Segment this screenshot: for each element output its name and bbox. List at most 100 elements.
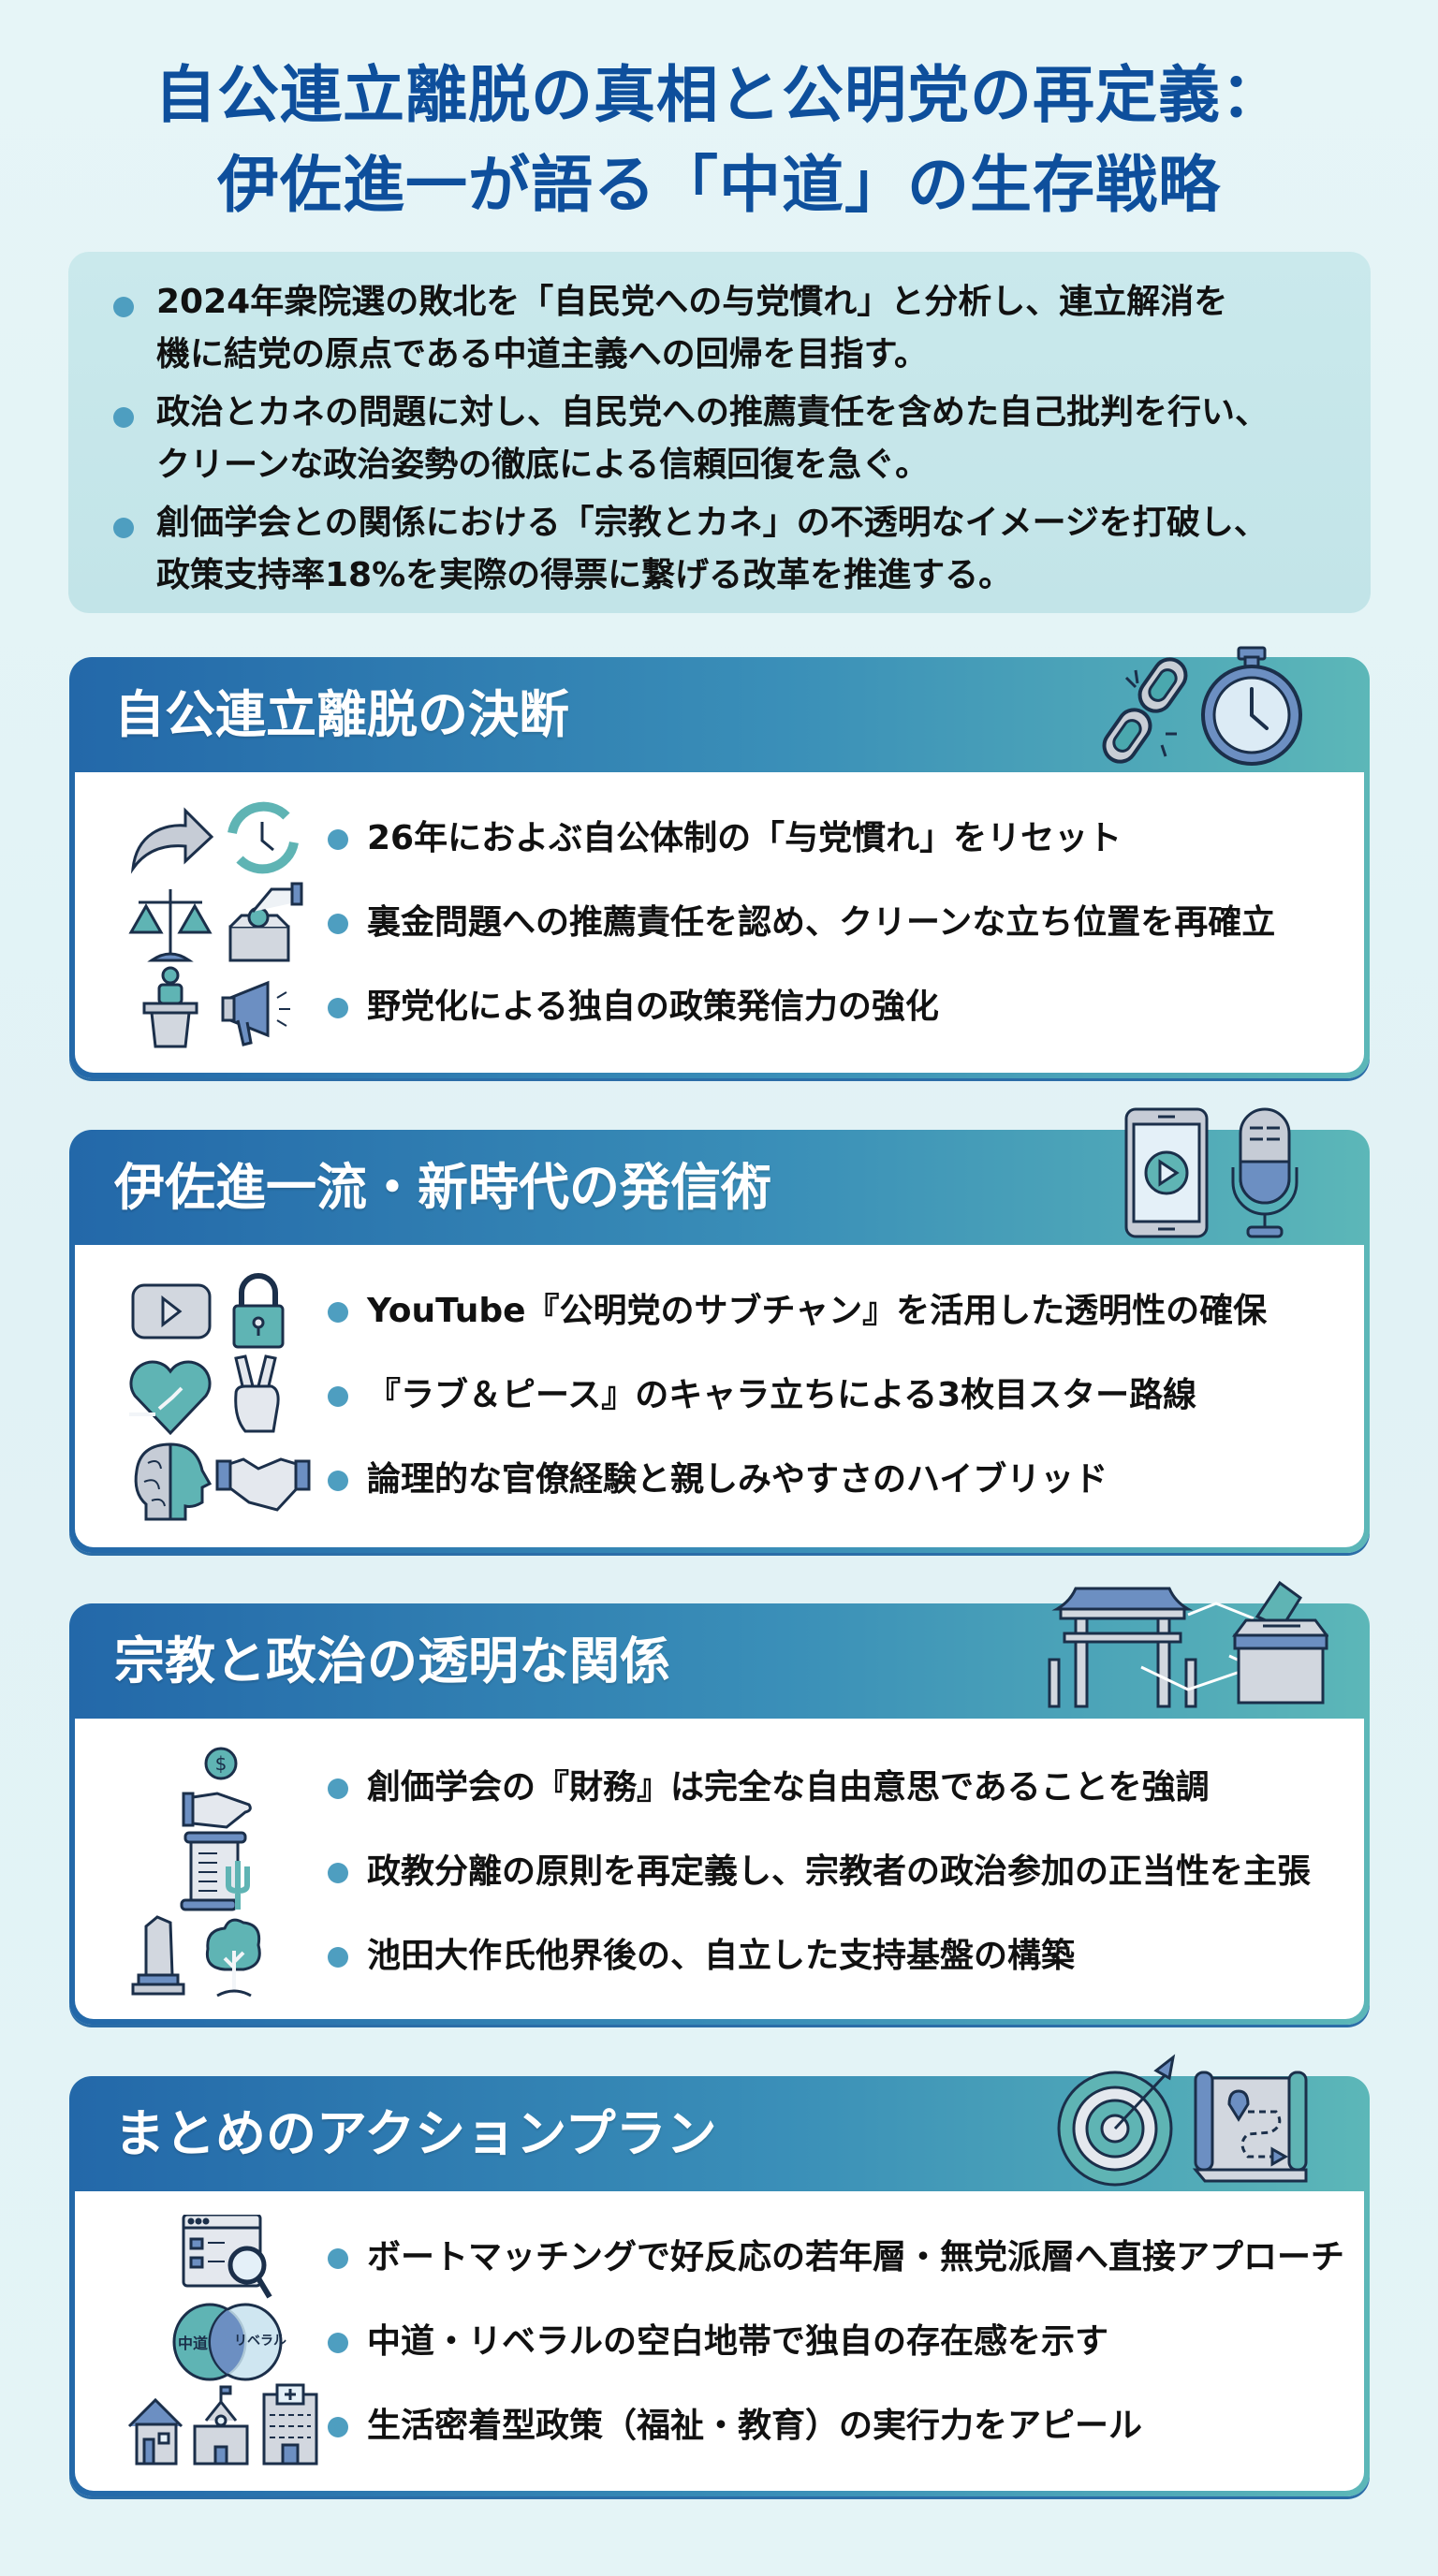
scroll-plant-icon (180, 1831, 250, 1911)
ballot-box-icon (228, 882, 303, 962)
header-icons (1098, 640, 1323, 781)
section-header: 自公連立離脱の決断 (69, 646, 1370, 772)
bullet-dot (328, 829, 348, 850)
section-body: 26年におよぶ自公体制の「与党慣れ」をリセット (75, 772, 1364, 1073)
header-icons (1048, 1573, 1328, 1714)
item-text: 『ラブ＆ピース』のキャラ立ちによる3枚目スター路線 (367, 1376, 1197, 1414)
bullet-dot (113, 407, 134, 428)
svg-text:$: $ (215, 1752, 227, 1775)
row-icons (127, 1913, 315, 1998)
house-icon (127, 2397, 183, 2466)
summary-text-2a: 政治とカネの問題に対し、自民党への推薦責任を含めた自己批判を行い、 (156, 393, 1269, 432)
megaphone-icon (221, 980, 290, 1046)
section-body: $ 創価学会の『財務』は完全な自由意思であることを強調 (75, 1719, 1364, 2019)
hand-coin-icon: $ (182, 1747, 252, 1829)
bullet-dot (328, 1386, 348, 1407)
list-item: 中道 リベラル 中道・リベラルの空白地帯で独自の存在感を示す (75, 2299, 1364, 2383)
item-text: YouTube『公明党のサブチャン』を活用した透明性の確保 (367, 1292, 1268, 1330)
row-icons (127, 880, 315, 964)
summary-item: 政治とカネの問題に対し、自民党への推薦責任を含めた自己批判を行い、 クリーンな政… (113, 387, 1343, 491)
reset-clock-icon (227, 801, 299, 874)
temple-gate-icon (1048, 1587, 1197, 1708)
microphone-icon (1231, 1107, 1299, 1238)
section-action-plan: まとめのアクションプラン (69, 2054, 1370, 2496)
roadmap-icon (1192, 2071, 1308, 2183)
item-text: 生活密着型政策（福祉・教育）の実行力をアピール (367, 2407, 1143, 2445)
podium-speaker-icon (142, 966, 198, 1048)
padlock-icon (232, 1273, 285, 1349)
item-text: 政教分離の原則を再定義し、宗教者の政治参加の正当性を主張 (367, 1852, 1312, 1891)
tree-icon (205, 1918, 261, 1998)
section-body: YouTube『公明党のサブチャン』を活用した透明性の確保 『ラブ＆ピース』のキ… (75, 1245, 1364, 1547)
section-header: 伊佐進一流・新時代の発信術 (69, 1107, 1370, 1245)
page-title-line1: 自公連立離脱の真相と公明党の再定義： (154, 59, 1284, 131)
row-icons (127, 2215, 315, 2299)
broken-chain-icon (1102, 657, 1188, 764)
row-icons (127, 964, 315, 1048)
bullet-dot (328, 2333, 348, 2353)
row-icons: 中道 リベラル (127, 2299, 315, 2383)
curved-arrow-icon (130, 807, 214, 874)
item-text: 創価学会の『財務』は完全な自由意思であることを強調 (367, 1768, 1210, 1807)
bullet-dot (113, 518, 134, 538)
bullet-dot (328, 2417, 348, 2437)
browser-search-icon (182, 2215, 272, 2299)
smartphone-video-icon (1124, 1107, 1209, 1238)
list-item: 野党化による独自の政策発信力の強化 (75, 964, 1364, 1048)
summary-item: 創価学会との関係における「宗教とカネ」の不透明なイメージを打破し、 政策支持率1… (113, 497, 1343, 602)
stopwatch-icon (1201, 646, 1302, 766)
header-icons (1117, 1102, 1323, 1242)
list-item: YouTube『公明党のサブチャン』を活用した透明性の確保 (75, 1268, 1364, 1353)
header-icons (1055, 2050, 1317, 2190)
item-text: 池田大作氏他界後の、自立した支持基盤の構築 (367, 1937, 1076, 1975)
section-title: 伊佐進一流・新時代の発信術 (114, 1158, 771, 1217)
bullet-dot (328, 914, 348, 934)
row-icons (127, 1829, 315, 1913)
video-play-icon (131, 1283, 212, 1339)
ballot-box-icon (1232, 1580, 1328, 1705)
bullet-dot (328, 998, 348, 1018)
bullet-dot (113, 297, 134, 317)
item-text: ボートマッチングで好反応の若年層・無党派層へ直接アプローチ (367, 2238, 1345, 2276)
scales-icon (128, 889, 213, 962)
section-religion-politics: 宗教と政治の透明な関係 (69, 1580, 1370, 2025)
list-item: 26年におよぶ自公体制の「与党慣れ」をリセット (75, 796, 1364, 880)
row-icons (127, 2383, 318, 2467)
list-item: 『ラブ＆ピース』のキャラ立ちによる3枚目スター路線 (75, 1353, 1364, 1437)
section-title: まとめのアクションプラン (114, 2104, 717, 2163)
section-body: ボートマッチングで好反応の若年層・無党派層へ直接アプローチ 中道 リベラル 中道… (75, 2191, 1364, 2491)
summary-text-3a: 創価学会との関係における「宗教とカネ」の不透明なイメージを打破し、 (156, 504, 1268, 542)
venn-label-liberal: リベラル (234, 2334, 286, 2349)
summary-text-2b: クリーンな政治姿勢の徹底による信頼回復を急ぐ。 (156, 446, 930, 484)
page-title-line2: 伊佐進一が語る「中道」の生存戦略 (217, 149, 1221, 221)
hospital-icon (262, 2383, 318, 2466)
monument-icon (131, 1915, 185, 1996)
section-title: 自公連立離脱の決断 (114, 685, 569, 744)
item-text: 論理的な官僚経験と親しみやすさのハイブリッド (367, 1460, 1108, 1499)
brain-head-icon (134, 1442, 213, 1521)
venn-diagram-icon (172, 2303, 283, 2381)
summary-text-3b: 政策支持率18%を実際の得票に繋げる改革を推進する。 (156, 556, 1013, 594)
target-arrow-icon (1057, 2054, 1176, 2187)
list-item: 池田大作氏他界後の、自立した支持基盤の構築 (75, 1913, 1364, 1998)
item-text: 中道・リベラルの空白地帯で独自の存在感を示す (367, 2322, 1109, 2361)
venn-label-center: 中道 (178, 2334, 209, 2352)
summary-text-1a: 2024年衆院選の敗北を「自民党への与党慣れ」と分析し、連立解消を (156, 283, 1228, 321)
row-icons (127, 1268, 315, 1353)
bullet-dot (328, 1863, 348, 1883)
bullet-dot (328, 1471, 348, 1491)
summary-box: 2024年衆院選の敗北を「自民党への与党慣れ」と分析し、連立解消を 機に結党の原… (68, 252, 1371, 613)
bullet-dot (328, 1302, 348, 1323)
peace-hand-icon (234, 1354, 280, 1433)
list-item: ボートマッチングで好反応の若年層・無党派層へ直接アプローチ (75, 2215, 1364, 2299)
list-item: 論理的な官僚経験と親しみやすさのハイブリッド (75, 1437, 1364, 1521)
list-item: 政教分離の原則を再定義し、宗教者の政治参加の正当性を主張 (75, 1829, 1364, 1913)
list-item: $ 創価学会の『財務』は完全な自由意思であることを強調 (75, 1745, 1364, 1829)
section-title: 宗教と政治の透明な関係 (114, 1632, 670, 1690)
bullet-dot (328, 2248, 348, 2269)
bullet-dot (328, 1778, 348, 1799)
row-icons: $ (127, 1745, 315, 1829)
handshake-icon (215, 1457, 311, 1512)
row-icons (127, 1353, 315, 1437)
summary-text-1b: 機に結党の原点である中道主義への回帰を目指す。 (156, 335, 929, 373)
